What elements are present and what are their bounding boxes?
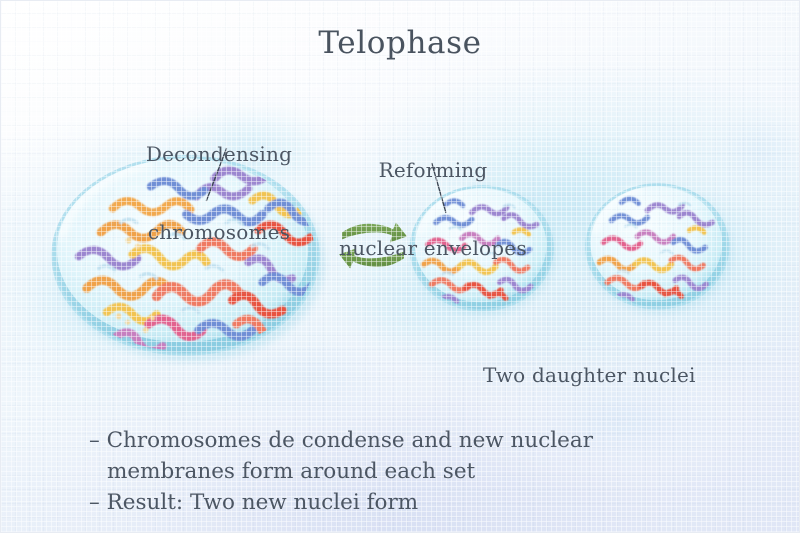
- bullet-item-1: – Chromosomes de condense and new nuclea…: [89, 425, 709, 487]
- leader-line-reforming: [431, 162, 447, 214]
- bullet-1-line2: membranes form around each set: [107, 459, 476, 484]
- label-reforming-line1: Reforming: [378, 158, 488, 182]
- bullet-2-line1: – Result: Two new nuclei form: [89, 487, 709, 518]
- cycle-arrows-icon: [339, 222, 407, 269]
- bullet-item-2: – Result: Two new nuclei form: [89, 487, 709, 518]
- label-decondensing-chromosomes: Decondensing chromosomes: [119, 89, 319, 297]
- daughter-right-chromosomes: [596, 196, 715, 302]
- bullet-1-marker: –: [89, 428, 100, 453]
- label-reforming-line2: nuclear envelopes: [339, 236, 527, 260]
- daughter-cell-right: [585, 183, 732, 314]
- leader-lines: [205, 147, 447, 214]
- parent-cell: [51, 155, 325, 362]
- page-title: Telophase: [318, 25, 482, 61]
- bullet-1-text: Chromosomes de condense and new nuclear: [106, 428, 593, 453]
- bullet-list: – Chromosomes de condense and new nuclea…: [89, 425, 709, 518]
- bullet-2-text: Result: Two new nuclei form: [106, 490, 419, 515]
- label-two-daughter-nuclei: Two daughter nuclei: [483, 363, 696, 387]
- daughter-cell-left: [409, 185, 556, 316]
- bullet-2-marker: –: [89, 490, 100, 515]
- leader-line-decondensing: [205, 147, 228, 202]
- label-decondensing-line2: chromosomes: [147, 220, 291, 244]
- parent-chromosomes: [74, 163, 316, 352]
- label-reforming-nuclear-envelopes: Reforming nuclear envelopes: [323, 105, 543, 313]
- bullet-1-line1: – Chromosomes de condense and new nuclea…: [89, 425, 709, 456]
- label-decondensing-line1: Decondensing: [145, 142, 293, 166]
